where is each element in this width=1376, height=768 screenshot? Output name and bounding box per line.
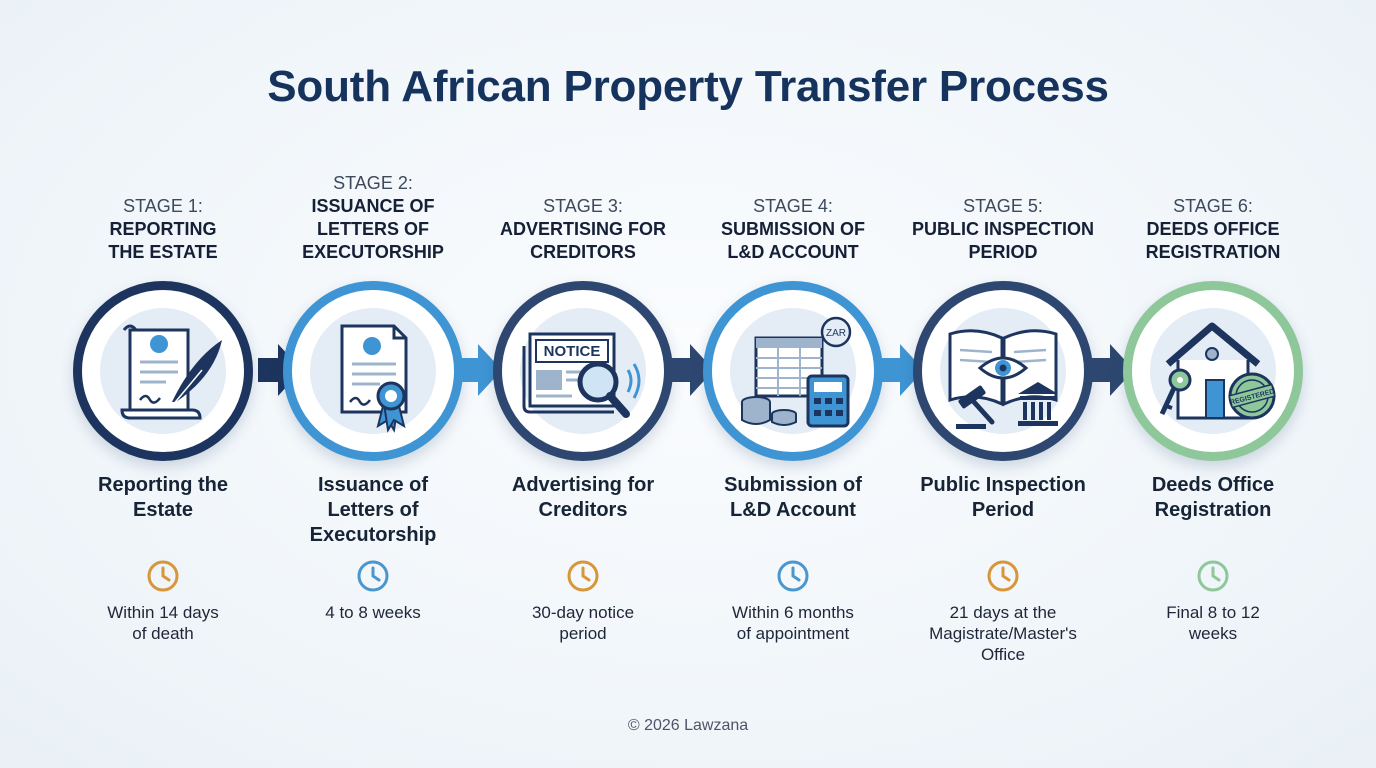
stage-icon-circle: REGISTERED (1123, 281, 1303, 461)
clock-icon (777, 560, 809, 592)
stage-icon-circle (283, 281, 463, 461)
will-scroll-quill-icon (120, 324, 222, 420)
currency-text: ZAR (826, 328, 846, 339)
clock-icon (987, 560, 1019, 592)
open-book-eye-gavel-court-icon (948, 329, 1058, 429)
stage-3: Stage 3: Advertising for Creditors NOTIC… (478, 0, 688, 768)
stage-label: Stage 3: Advertising for Creditors (478, 195, 688, 264)
stage-heading: Reporting the Estate (98, 474, 228, 521)
stage-duration: 30-day notice period (531, 603, 635, 643)
stage-heading: Issuance of Letters of Executorship (309, 474, 437, 546)
stage-title-line: Executorship (302, 242, 444, 262)
stage-title-line: Submission of (720, 219, 865, 239)
stage-heading: Deeds Office Registration (1151, 474, 1275, 521)
stage-title-line: Deeds Office (1146, 219, 1280, 239)
stage-number: Stage 6: (1173, 196, 1253, 216)
stage-title-line: Letters of (317, 219, 429, 239)
stage-label: Stage 6: Deeds Office Registration (1108, 195, 1318, 264)
copyright-footer: © 2026 Lawzana (627, 717, 749, 734)
stage-icon-circle (73, 281, 253, 461)
clock-icon (357, 560, 389, 592)
stage-heading: Submission of L&D Account (724, 474, 862, 521)
page-title: South African Property Transfer Process (267, 62, 1109, 111)
stage-icon-circle: ZAR (703, 281, 883, 461)
clock-icon (1197, 560, 1229, 592)
arrow-right-icon (670, 344, 714, 396)
stage-label: Stage 2: Issuance of Letters of Executor… (268, 172, 478, 264)
stage-title-line: the Estate (108, 242, 218, 262)
stage-label: Stage 1: Reporting the Estate (58, 195, 268, 264)
stage-number: Stage 4: (753, 196, 833, 216)
stage-number: Stage 3: (543, 196, 623, 216)
stage-duration: Within 6 months of appointment (732, 603, 854, 643)
stage-label: Stage 5: Public Inspection Period (898, 195, 1108, 264)
arrow-right-icon (1090, 344, 1134, 396)
clock-icon (147, 560, 179, 592)
stage-title-line: Reporting (109, 219, 217, 239)
stage-duration: 4 to 8 weeks (325, 603, 421, 622)
stage-title-line: L&D Account (727, 242, 859, 262)
stage-icon-circle (913, 281, 1093, 461)
stage-number: Stage 5: (963, 196, 1043, 216)
house-key-registered-stamp-icon: REGISTERED (1159, 322, 1276, 420)
stage-title-line: Issuance of (311, 196, 435, 216)
stage-title-line: Advertising for (499, 219, 666, 239)
stage-duration: 21 days at the Magistrate/Master's Offic… (929, 603, 1077, 664)
stage-2: Stage 2: Issuance of Letters of Executor… (268, 0, 478, 768)
stage-duration: Within 14 days of death (107, 603, 219, 643)
stage-4: Stage 4: Submission of L&D Account ZAR (688, 0, 898, 768)
arrow-right-icon (258, 344, 302, 396)
stage-number: Stage 2: (333, 173, 413, 193)
stage-title-line: Period (968, 242, 1038, 262)
arrow-right-icon (458, 344, 502, 396)
stage-5: Stage 5: Public Inspection Period (898, 0, 1108, 768)
stage-label: Stage 4: Submission of L&D Account (688, 195, 898, 264)
stage-heading: Advertising for Creditors (511, 474, 655, 521)
stage-title-line: Public Inspection (911, 219, 1094, 239)
newspaper-notice-magnifier-icon: NOTICE (522, 332, 641, 418)
certificate-ribbon-icon (340, 324, 408, 433)
notice-text: NOTICE (544, 343, 601, 360)
stage-6: Stage 6: Deeds Office Registration REGIS… (1108, 0, 1318, 768)
stage-duration: Final 8 to 12 weeks (1166, 603, 1260, 643)
arrow-right-icon (880, 344, 924, 396)
stage-1: Stage 1: Reporting the Estate Reporting … (58, 0, 268, 768)
stage-heading: Public Inspection Period (920, 474, 1086, 521)
ledger-calculator-coins-icon: ZAR (741, 316, 852, 428)
stage-title-line: Registration (1145, 242, 1281, 262)
stage-icon-circle: NOTICE (493, 281, 673, 461)
clock-icon (567, 560, 599, 592)
stage-title-line: Creditors (530, 242, 636, 262)
stage-number: Stage 1: (123, 196, 203, 216)
